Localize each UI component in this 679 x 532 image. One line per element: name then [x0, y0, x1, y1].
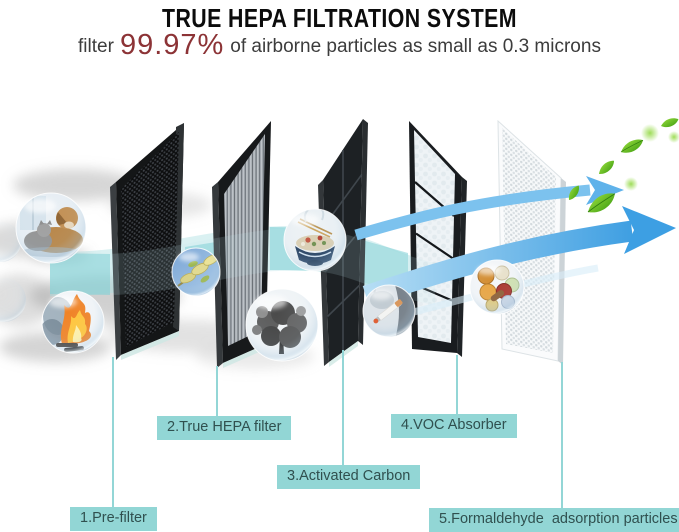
pollen-bubble-icon	[171, 247, 221, 297]
subtitle-percentage: 99.97%	[119, 29, 225, 61]
smoke-bubble-icon	[245, 288, 319, 362]
filter-label-true-hepa: 2.True HEPA filter	[157, 416, 292, 440]
particle-beads-bubble-icon	[469, 259, 525, 315]
filter-label-voc-absorber: 4.VOC Absorber	[391, 414, 517, 438]
filter-panel-voc-absorber	[409, 121, 467, 357]
filter-panel-pre-filter	[110, 123, 184, 360]
subtitle-suffix: of airborne particles as small as 0.3 mi…	[230, 36, 601, 57]
subtitle-prefix: filter	[78, 36, 114, 57]
page-title: TRUE HEPA FILTRATION SYSTEM	[162, 3, 517, 33]
filter-label-pre-filter: 1.Pre-filter	[70, 507, 157, 531]
cooking-odor-bubble-icon	[283, 208, 347, 272]
pet-dander-bubble-icon	[15, 192, 87, 264]
label-connector-lines	[112, 350, 563, 510]
filter-label-formaldehyde: 5.Formaldehyde adsorption particles	[429, 508, 679, 532]
airflow-arrow-upper-icon	[354, 176, 624, 241]
fresh-air-leaves-icon	[568, 118, 679, 213]
airflow-band-overlay	[110, 228, 435, 305]
filter-label-activated-carbon: 3.Activated Carbon	[277, 465, 421, 489]
fire-smoke-bubble-icon	[41, 290, 105, 354]
